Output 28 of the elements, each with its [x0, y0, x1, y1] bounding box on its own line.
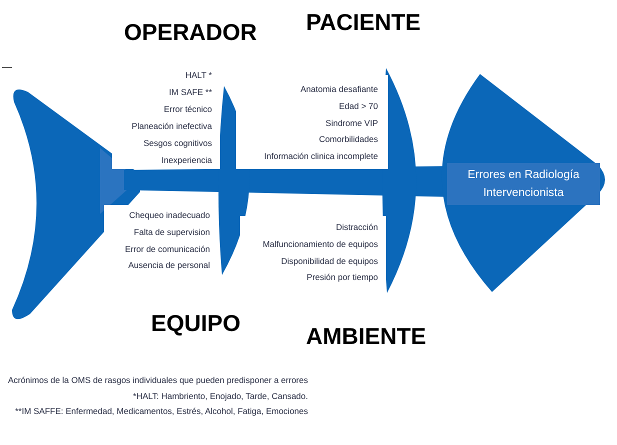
footnote: **IM SAFFE: Enfermedad, Medicamentos, Estrés, Alcohol, Fatiga, Emociones: [15, 405, 308, 418]
category-heading: EQUIPO: [151, 309, 240, 337]
cause-text: Comorbilidades: [318, 133, 378, 146]
category-heading: OPERADOR: [124, 18, 257, 46]
cause-text: Anatomia desafiante: [300, 83, 378, 96]
cause-text: Presión por tiempo: [306, 271, 378, 284]
cause-text: Sesgos cognitivos: [143, 137, 212, 150]
cause-text: Falta de supervision: [134, 226, 210, 239]
footnote: Acrónimos de la OMS de rasgos individuales que pueden predisponer a errores: [8, 374, 308, 387]
cause-text: Malfuncionamiento de equipos: [262, 238, 378, 251]
cause-text: HALT *: [185, 69, 212, 82]
cause-text: Disponibilidad de equipos: [281, 254, 378, 268]
effect-box: Errores en Radiología Intervencionista: [447, 163, 600, 205]
cause-text: Planeación inefectiva: [132, 120, 212, 133]
footnote: *HALT: Hambriento, Enojado, Tarde, Cansado.: [133, 390, 308, 403]
cause-text: Chequeo inadecuado: [129, 209, 210, 222]
cause-text: Edad > 70: [339, 100, 378, 113]
cause-panel: [236, 75, 388, 169]
category-heading: PACIENTE: [306, 8, 421, 36]
cause-text: Inexperiencia: [161, 154, 212, 167]
cause-text: Sindrome VIP: [326, 116, 378, 130]
cause-text: Distracción: [336, 221, 378, 234]
cause-text: IM SAFE **: [169, 86, 212, 99]
cause-text: Ausencia de personal: [128, 259, 210, 272]
cause-text: Error de comunicación: [124, 242, 210, 256]
cause-text: Error técnico: [164, 103, 212, 116]
category-heading: AMBIENTE: [306, 322, 426, 350]
cause-text: Información clinica incomplete: [264, 150, 378, 164]
